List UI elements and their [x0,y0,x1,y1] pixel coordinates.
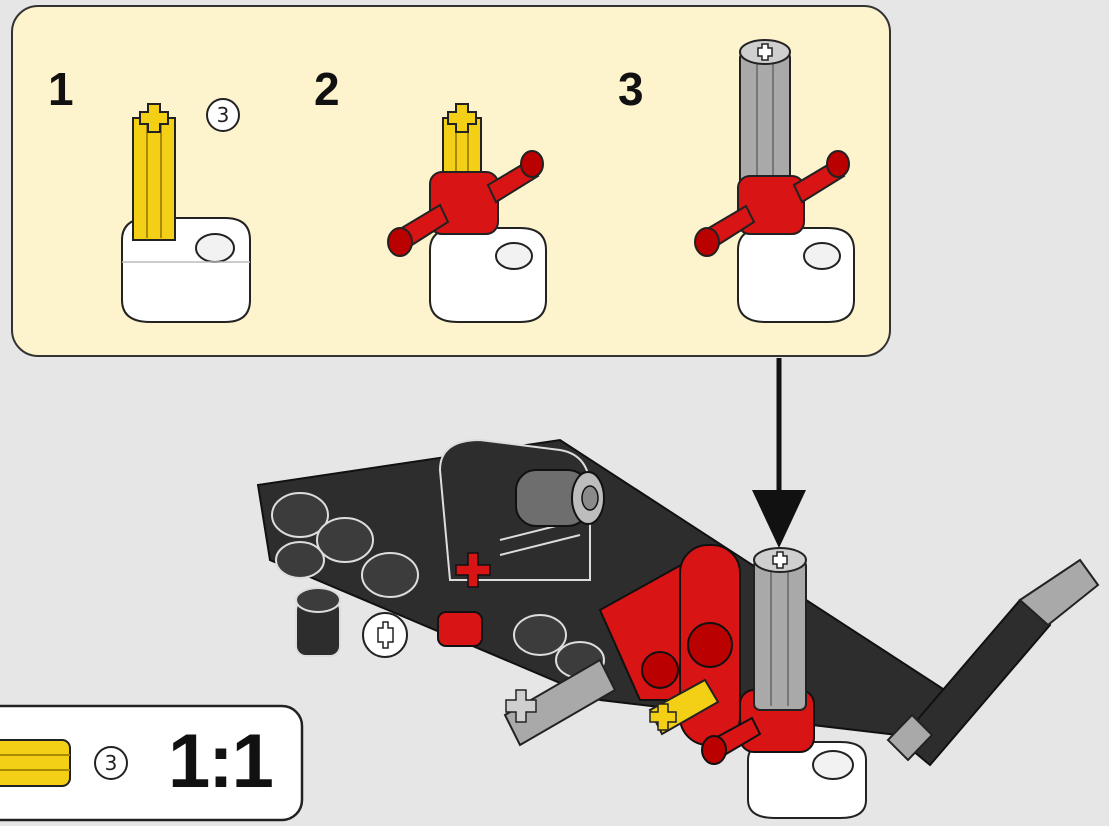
parts-list-quantity-badge: 3 [94,746,128,780]
step-3-illustration [694,39,855,323]
scale-label: 1:1 [168,719,274,804]
down-arrow-icon [752,358,806,548]
white-liftarm-icon [737,227,855,323]
step-1-illustration [121,103,251,323]
step-number-2: 2 [314,63,340,115]
parts-list-callout [0,704,304,822]
red-connector-icon [387,150,544,257]
white-liftarm-icon [429,227,547,323]
step-number-1: 1 [48,63,74,115]
white-liftarm-icon [121,217,251,323]
yellow-axle-icon [0,739,71,787]
yellow-axle-icon [132,103,176,241]
step-2-illustration [387,103,547,323]
part-quantity-badge: 3 [206,98,240,132]
red-connector-icon [694,150,850,257]
main-model-illustration [256,438,1100,819]
step-number-3: 3 [618,63,644,115]
